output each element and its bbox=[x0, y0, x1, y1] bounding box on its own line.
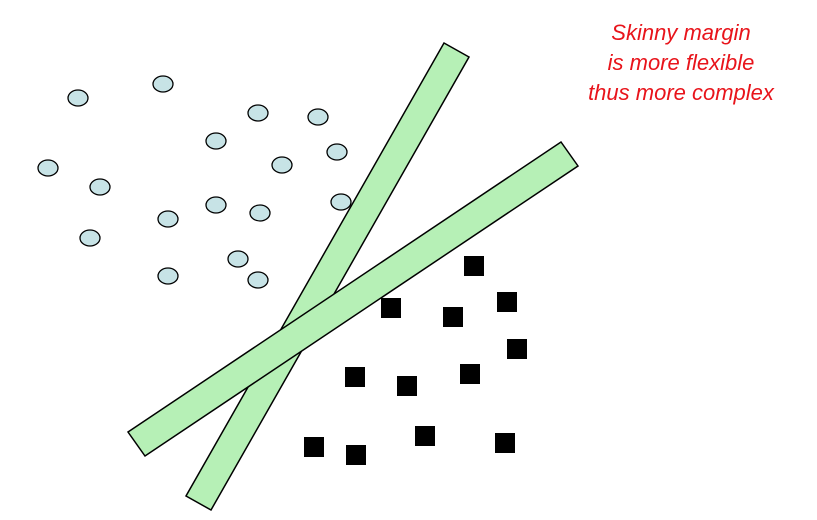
class-a-circle bbox=[157, 267, 179, 285]
class-b-square bbox=[507, 339, 527, 359]
annotation-text: Skinny margin is more flexible thus more… bbox=[551, 18, 811, 108]
class-a-circle bbox=[79, 229, 101, 247]
class-a-circle bbox=[271, 156, 293, 174]
class-b-square bbox=[346, 445, 366, 465]
class-a-circle bbox=[307, 108, 329, 126]
class-b-square bbox=[304, 437, 324, 457]
class-b-square bbox=[381, 298, 401, 318]
decision-margins bbox=[126, 41, 580, 512]
class-b-square bbox=[397, 376, 417, 396]
class-a-circle bbox=[249, 204, 271, 222]
class-b-square bbox=[415, 426, 435, 446]
class-b-points bbox=[304, 256, 527, 465]
margin-band bbox=[126, 140, 580, 458]
class-a-circle bbox=[89, 178, 111, 196]
annotation-line-3: thus more complex bbox=[588, 80, 774, 105]
class-a-circle bbox=[37, 159, 59, 177]
class-a-circle bbox=[205, 132, 227, 150]
class-a-circle bbox=[67, 89, 89, 107]
class-a-circle bbox=[247, 271, 269, 289]
class-a-circle bbox=[330, 193, 352, 211]
class-a-circle bbox=[152, 75, 174, 93]
annotation-line-2: is more flexible bbox=[607, 50, 755, 75]
annotation-line-1: Skinny margin bbox=[611, 20, 751, 45]
class-a-circle bbox=[247, 104, 269, 122]
class-b-square bbox=[495, 433, 515, 453]
class-a-circle bbox=[227, 250, 249, 268]
class-b-square bbox=[443, 307, 463, 327]
class-a-points bbox=[37, 75, 352, 289]
class-b-square bbox=[345, 367, 365, 387]
class-a-circle bbox=[157, 210, 179, 228]
class-b-square bbox=[460, 364, 480, 384]
class-b-square bbox=[497, 292, 517, 312]
class-a-circle bbox=[326, 143, 348, 161]
class-b-square bbox=[464, 256, 484, 276]
class-a-circle bbox=[205, 196, 227, 214]
